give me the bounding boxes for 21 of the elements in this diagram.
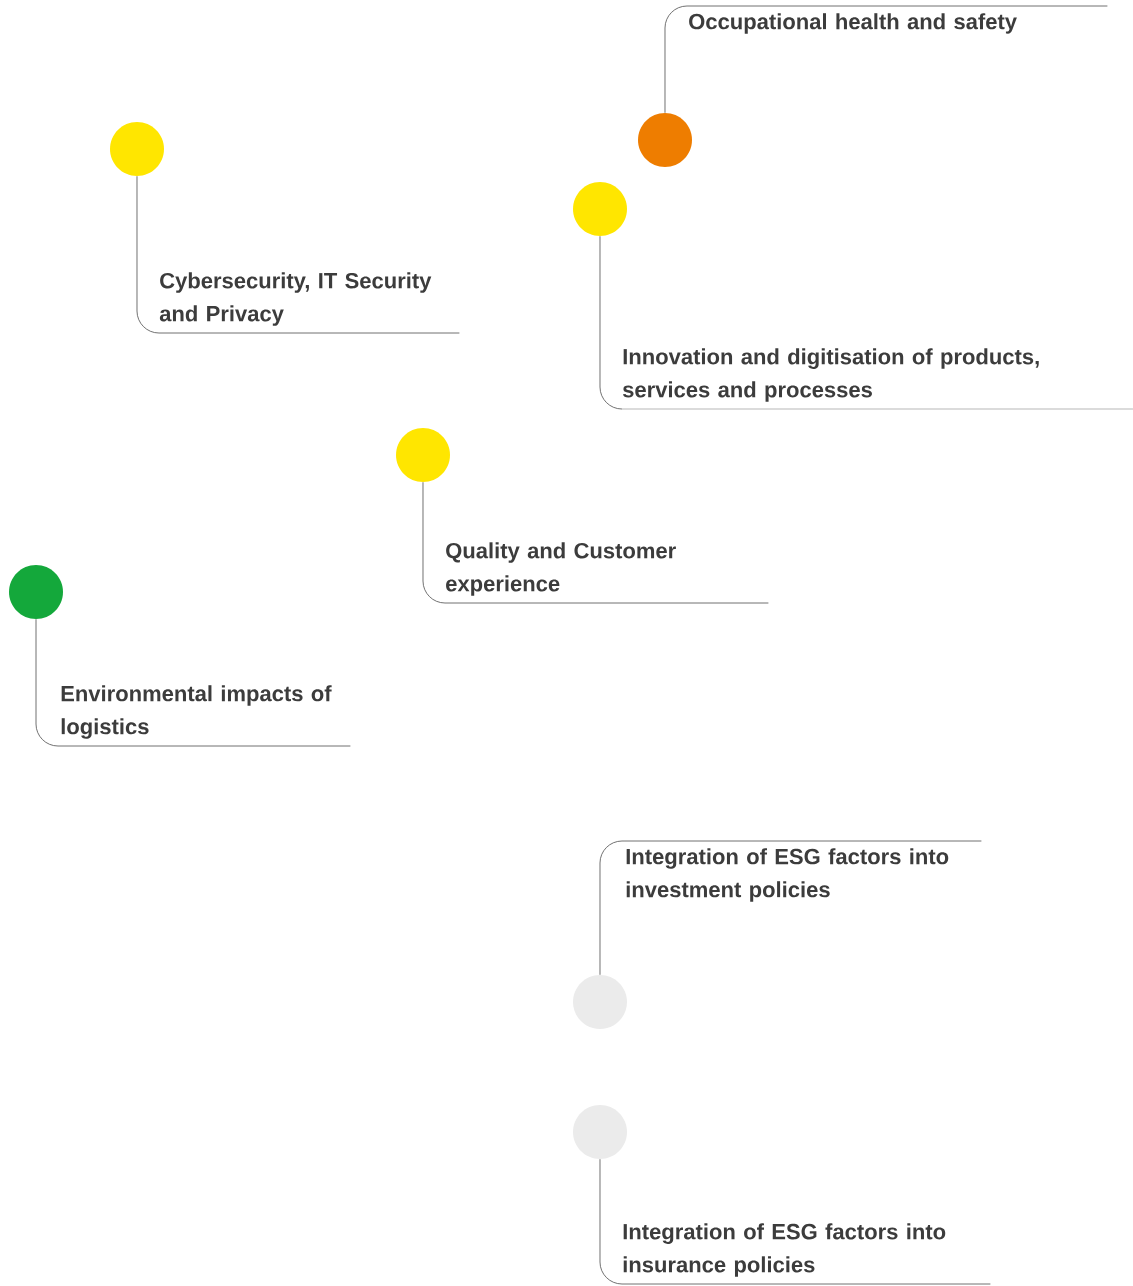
topic-label: Occupational health and safety — [687, 5, 1108, 34]
status-dot — [573, 182, 627, 236]
status-dot — [396, 428, 450, 482]
status-dot — [110, 122, 164, 176]
leader-line — [599, 840, 626, 976]
topic-label: Quality and Customer experience — [444, 542, 769, 604]
topic-label: Environmental impacts of logistics — [59, 685, 351, 747]
topic-label: Cybersecurity, IT Security and Privacy — [158, 272, 460, 334]
topic-label: Innovation and digitisation of products, services and processes — [621, 348, 1133, 410]
status-dot — [9, 565, 63, 619]
status-dot — [573, 975, 627, 1029]
status-dot — [573, 1105, 627, 1159]
leader-line — [599, 1158, 623, 1285]
topic-label: Integration of ESG factors into investment policies — [624, 840, 982, 902]
status-dot — [638, 113, 692, 167]
leader-line — [664, 5, 689, 114]
topic-label: Integration of ESG factors into insurance policies — [621, 1223, 991, 1285]
leader-line — [35, 618, 61, 747]
leader-line — [136, 175, 160, 334]
leader-line — [422, 481, 446, 604]
leader-line — [599, 235, 623, 410]
